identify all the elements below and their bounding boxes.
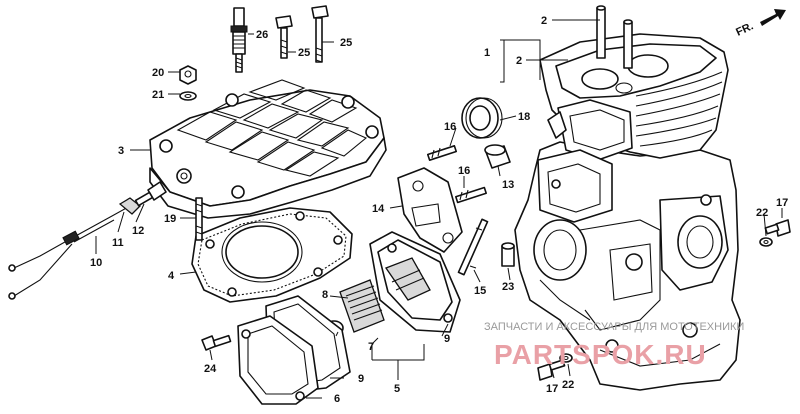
head-bolt-short <box>275 15 293 59</box>
insulator-gasket <box>397 167 463 253</box>
stud <box>195 197 203 241</box>
washer <box>179 91 197 101</box>
watermark: ЗАПЧАСТИ И АКСЕССУАРЫ ДЛЯ МОТОТЕХНИКИ PA… <box>484 321 744 370</box>
callout-2-bottom: 2 <box>516 55 522 67</box>
callout-21: 21 <box>152 89 164 101</box>
watermark-logo: PARTSPOK.RU <box>494 339 707 370</box>
callout-17-bottom: 17 <box>546 383 558 395</box>
callout-22-bottom: 22 <box>562 379 574 391</box>
callout-2-top: 2 <box>541 15 547 27</box>
callout-7: 7 <box>368 341 374 353</box>
callout-23: 23 <box>502 281 514 293</box>
spark-plug <box>230 7 248 73</box>
cylinder-head <box>149 79 387 219</box>
reed-valve-assembly <box>369 231 461 333</box>
bushing <box>484 144 511 169</box>
callout-24: 24 <box>204 363 217 375</box>
callout-25-long: 25 <box>340 37 352 49</box>
callout-8: 8 <box>322 289 328 301</box>
flange-bolt-left <box>201 334 232 351</box>
front-label: FR. <box>734 20 755 38</box>
drain-bolt <box>764 219 791 237</box>
callout-3: 3 <box>118 145 124 157</box>
callout-11: 11 <box>112 237 124 249</box>
nut <box>179 65 197 85</box>
callout-6: 6 <box>334 393 340 405</box>
dowel-pin <box>501 242 515 267</box>
callout-4: 4 <box>168 270 175 282</box>
head-gasket <box>191 207 353 303</box>
bottom-bolt <box>537 359 566 381</box>
stud-lower <box>455 186 487 204</box>
callout-25-short: 25 <box>298 47 310 59</box>
callout-19: 19 <box>164 213 176 225</box>
callout-5: 5 <box>394 383 400 395</box>
long-stud <box>457 218 489 276</box>
reed-plate <box>339 279 385 333</box>
side-cover <box>237 315 319 405</box>
grommet <box>118 197 141 215</box>
callout-15: 15 <box>474 285 486 297</box>
callout-16-lower: 16 <box>458 165 470 177</box>
callout-9-left: 9 <box>358 373 364 385</box>
callout-12: 12 <box>132 225 144 237</box>
callout-10: 10 <box>90 257 102 269</box>
bottom-washer <box>559 353 573 363</box>
leader-lines <box>95 19 783 399</box>
cylinder-block <box>514 5 741 391</box>
oil-seal <box>461 97 503 139</box>
callout-22-right: 22 <box>756 207 768 219</box>
callout-9-right: 9 <box>444 333 450 345</box>
callout-16-upper: 16 <box>444 121 456 133</box>
callout-13: 13 <box>502 179 514 191</box>
stud-upper <box>426 145 458 161</box>
stop-switch-wire <box>8 205 131 300</box>
callout-14: 14 <box>372 203 385 215</box>
wire-bolt <box>134 181 167 207</box>
watermark-caption: ЗАПЧАСТИ И АКСЕССУАРЫ ДЛЯ МОТОТЕХНИКИ <box>484 321 744 333</box>
drain-washer <box>759 237 773 247</box>
callout-17-right: 17 <box>776 197 788 209</box>
callout-labels: 1 2 2 3 4 5 6 7 8 9 9 10 11 12 13 14 15 … <box>90 15 788 405</box>
callout-18: 18 <box>518 111 530 123</box>
front-arrow-icon <box>760 9 786 26</box>
callout-26: 26 <box>256 29 268 41</box>
front-direction-indicator: FR. <box>734 9 786 39</box>
callout-20: 20 <box>152 67 164 79</box>
head-bolt-long <box>311 5 329 63</box>
callout-1: 1 <box>484 47 490 59</box>
